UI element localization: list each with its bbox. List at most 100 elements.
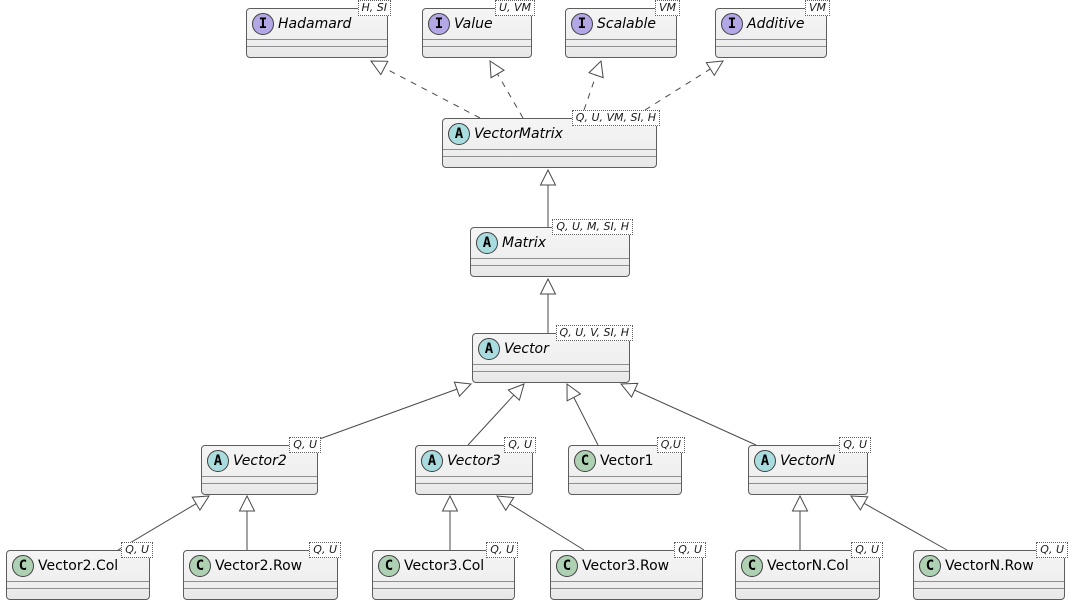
fields-compartment [373,581,514,588]
class-name: Hadamard [278,16,352,32]
class-icon: C [919,555,941,577]
interface-icon: I [428,13,450,35]
generic-type-tag: Q, U [1036,542,1068,558]
methods-compartment [443,156,656,167]
fields-compartment [202,476,317,483]
class-name: Vector2.Col [38,558,119,574]
methods-compartment [423,46,531,57]
generic-type-tag: Q, U, V, SI, H [555,325,633,341]
generic-type-tag: Q, U [504,437,536,453]
edge-matrix-to-vectormatrix [539,168,557,227]
fields-compartment [716,39,826,46]
edge-vectorn-col-to-vectorn [791,494,809,550]
fields-compartment [423,39,531,46]
methods-compartment [202,483,317,494]
edge-vector1-to-vector [566,383,599,446]
class-name: Vector3.Col [404,558,485,574]
abstract-icon: A [207,450,229,472]
fields-compartment [736,581,879,588]
fields-compartment [569,476,681,483]
fields-compartment [184,581,337,588]
edge-vectormatrix-to-hadamard [370,60,481,119]
generic-type-tag: Q, U [486,542,518,558]
edge-vectormatrix-to-value [489,60,524,119]
class-icon: C [189,555,211,577]
class-icon: C [741,555,763,577]
class-name: Vector1 [600,453,654,469]
edge-vectormatrix-to-scalable [583,59,604,111]
fields-compartment [566,39,676,46]
edge-vectorn-row-to-vectorn [850,495,948,551]
generic-type-tag: Q, U [309,542,341,558]
fields-compartment [914,581,1064,588]
methods-compartment [736,588,879,599]
generic-type-tag: Q,U [656,437,685,453]
generic-type-tag: Q, U [851,542,883,558]
methods-compartment [471,265,629,276]
fields-compartment [247,39,387,46]
generic-type-tag: Q, U [839,437,871,453]
generic-type-tag: U, VM [494,0,535,16]
fields-compartment [416,476,532,483]
methods-compartment [749,483,867,494]
abstract-icon: A [478,338,500,360]
fields-compartment [471,258,629,265]
class-name: Vector3 [447,453,501,469]
generic-type-tag: Q, U [289,437,321,453]
methods-compartment [566,46,676,57]
generic-type-tag: VM [804,0,830,16]
class-icon: C [574,450,596,472]
abstract-icon: A [476,232,498,254]
methods-compartment [184,588,337,599]
class-name: Matrix [502,235,547,251]
methods-compartment [7,588,149,599]
fields-compartment [551,581,702,588]
class-name: VectorN.Row [945,558,1034,574]
methods-compartment [551,588,702,599]
edge-vector2-row-to-vector2 [238,494,256,550]
class-name: VectorN.Col [767,558,849,574]
generic-type-tag: Q, U [674,542,706,558]
methods-compartment [914,588,1064,599]
generic-type-tag: Q, U, M, SI, H [552,219,633,235]
edge-vectorn-to-vector [619,382,757,446]
generic-type-tag: Q, U, VM, SI, H [571,110,660,126]
class-name: Vector [504,341,549,357]
interface-icon: I [721,13,743,35]
class-name: Vector2 [233,453,287,469]
class-icon: C [378,555,400,577]
edge-vector2-to-vector [302,381,473,446]
fields-compartment [749,476,867,483]
abstract-icon: A [754,450,776,472]
interface-icon: I [252,13,274,35]
class-name: VectorN [780,453,836,469]
class-name: Vector3.Row [582,558,670,574]
generic-type-tag: H, SI [357,0,391,16]
